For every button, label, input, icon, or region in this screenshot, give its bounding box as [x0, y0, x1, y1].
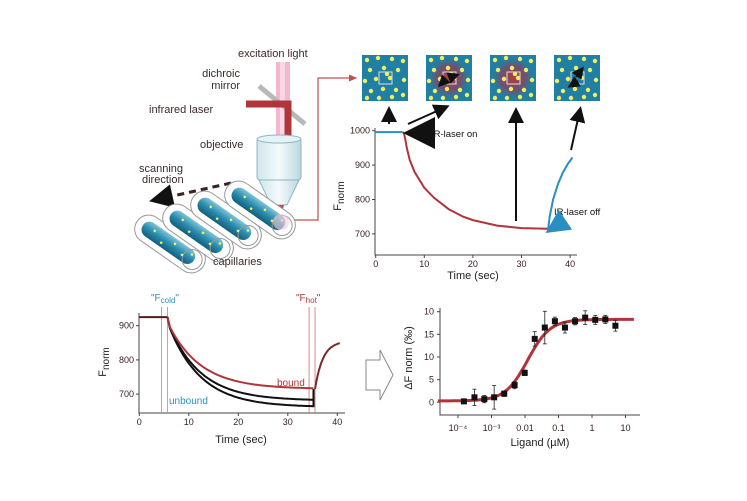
ir-off-arrow	[545, 209, 573, 233]
transition-arrow	[365, 349, 394, 401]
thumbnail-4	[554, 55, 600, 101]
dose-xlabel: Ligand (µM)	[511, 437, 570, 449]
heating-curve	[401, 131, 549, 230]
data-point	[460, 398, 467, 405]
dose-ytick: 10	[424, 307, 434, 317]
signal-arrow	[288, 74, 358, 221]
label-direction: direction	[142, 174, 184, 186]
top-ytick: 800	[355, 195, 370, 205]
dose-axes	[439, 308, 640, 416]
dose-ytick: 0	[429, 397, 434, 407]
top-ylabel: Fnorm	[332, 181, 347, 211]
data-point	[602, 314, 609, 324]
data-point	[511, 381, 518, 390]
f-cold-label: "Fcold"	[151, 293, 179, 305]
data-point	[572, 317, 579, 326]
dose-ytick: 10	[424, 352, 434, 362]
arrow-thumb-4	[569, 106, 586, 151]
dose-response-chart: 10⁻⁴ 10⁻³ 0.01 0.1 1 10 10 15 10 5 0 ΔF norm (‰) L…	[403, 307, 640, 449]
bottom-xtick: 0	[137, 417, 142, 427]
data-point	[521, 369, 528, 376]
label-mirror: mirror	[211, 80, 240, 92]
thumbnail-1	[362, 55, 408, 101]
dose-xtick: 1	[589, 423, 594, 433]
top-ytick: 900	[355, 160, 370, 170]
data-point	[501, 390, 508, 397]
dose-xtick: 10	[620, 423, 630, 433]
bottom-xlabel: Time (sec)	[215, 434, 267, 446]
thumbnail-2	[426, 55, 472, 101]
dose-ytick: 15	[424, 329, 434, 339]
bottom-xtick: 40	[332, 417, 342, 427]
capillary	[190, 190, 262, 250]
scanning-direction-arrow	[149, 181, 232, 208]
label-scanning: scanning	[139, 163, 183, 175]
bound-label: bound	[277, 378, 305, 389]
top-xtick: 30	[516, 259, 526, 269]
data-point	[481, 395, 488, 404]
data-point	[551, 316, 558, 326]
bottom-xtick: 20	[233, 417, 243, 427]
top-ytick: 700	[355, 229, 370, 239]
top-xtick: 10	[419, 259, 429, 269]
bound-curve	[166, 316, 314, 390]
data-point	[491, 385, 498, 410]
infrared-laser-beam	[246, 100, 292, 140]
dose-xtick: 0.01	[516, 423, 534, 433]
bottom-timecourse-chart: 0 10 20 30 40 900 800 700 Fnorm Time (sec) "Fco…	[97, 293, 345, 446]
unbound-curve-1	[166, 316, 315, 401]
label-infrared-laser: infrared laser	[149, 104, 214, 116]
ir-laser-off-label: IR-laser off	[554, 207, 601, 218]
dose-xtick: 10⁻⁴	[449, 423, 468, 433]
recovery-curve	[547, 156, 574, 229]
top-xtick: 40	[565, 259, 575, 269]
unbound-curve-2	[166, 316, 315, 408]
top-ytick: 1000	[350, 126, 370, 136]
label-dichroic: dichroic	[202, 68, 240, 80]
dose-ylabel: ΔF norm (‰)	[403, 326, 415, 390]
data-point	[541, 310, 548, 345]
thumbnail-3	[490, 55, 536, 101]
label-excitation-light: excitation light	[238, 48, 308, 60]
bottom-ylabel: Fnorm	[97, 347, 112, 377]
ir-laser-on-label: IR-laser on	[431, 129, 477, 140]
dose-ytick: 5	[429, 375, 434, 385]
bottom-ytick: 700	[119, 389, 134, 399]
data-point	[531, 331, 538, 347]
data-point	[471, 388, 478, 406]
label-capillaries: capillaries	[213, 256, 262, 268]
data-point	[612, 319, 619, 332]
data-point	[592, 314, 599, 325]
unbound-label: unbound	[169, 396, 208, 407]
microscope-illustration: excitation light dichroic mirror infrare…	[134, 48, 358, 274]
top-xtick: 20	[468, 259, 478, 269]
label-objective: objective	[200, 139, 243, 151]
dose-xtick: 0.1	[552, 423, 565, 433]
fluorescence-thumbnails	[362, 55, 600, 101]
bottom-xtick: 10	[184, 417, 194, 427]
top-xlabel: Time (sec)	[447, 270, 499, 282]
bottom-xtick: 30	[283, 417, 293, 427]
data-point	[582, 310, 589, 325]
arrow-thumb-2	[407, 104, 450, 125]
data-point	[561, 321, 568, 334]
top-xtick: 0	[373, 259, 378, 269]
bottom-ytick: 800	[119, 355, 134, 365]
bottom-ytick: 900	[119, 321, 134, 331]
f-hot-label: "Fhot"	[296, 293, 321, 305]
top-axes	[374, 128, 577, 256]
dose-xtick: 10⁻³	[483, 423, 501, 433]
recovery-curve	[314, 342, 341, 390]
